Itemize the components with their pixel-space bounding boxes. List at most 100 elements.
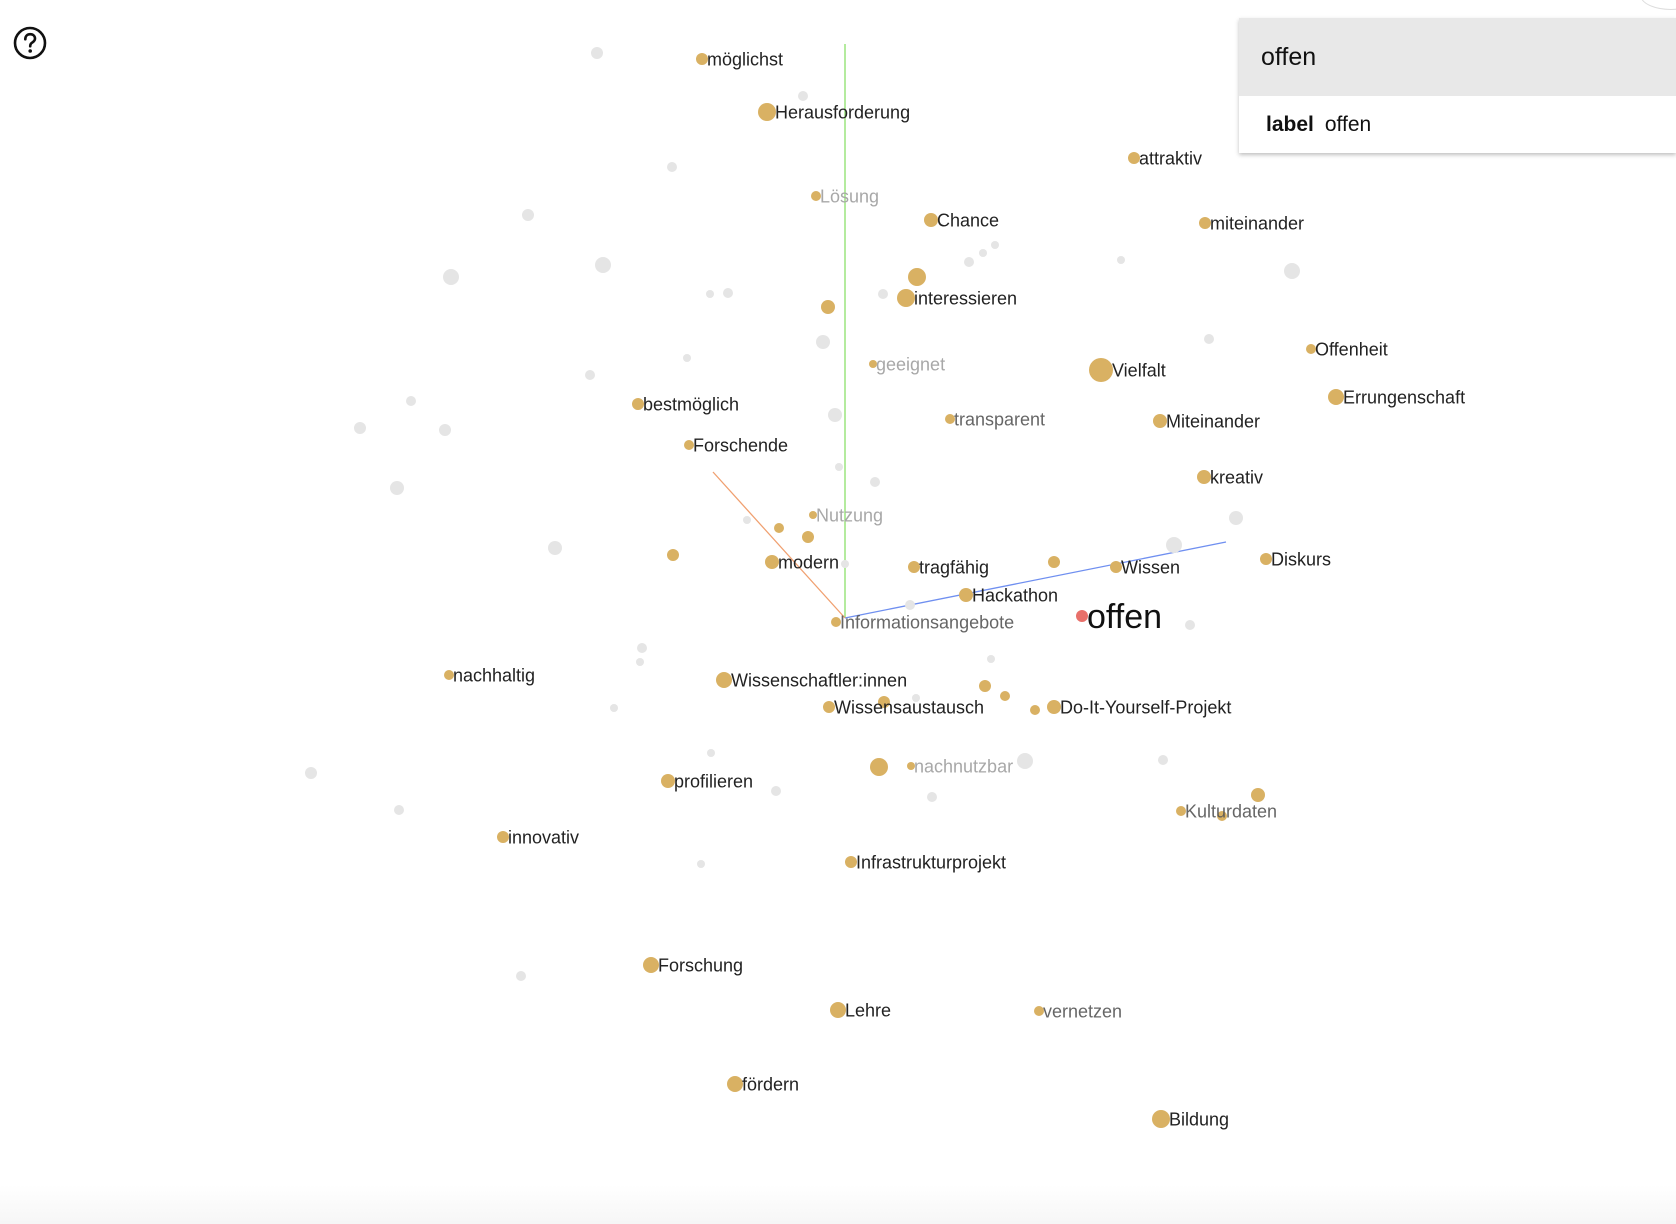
point-marker[interactable]: [809, 511, 817, 519]
point-label: transparent: [954, 409, 1045, 429]
point-label: Offenheit: [1315, 339, 1388, 359]
data-point[interactable]: [878, 696, 890, 708]
data-point[interactable]: [979, 680, 991, 692]
data-point[interactable]: [774, 523, 784, 533]
point-möglichst[interactable]: möglichst: [696, 49, 783, 69]
point-informationsangebote[interactable]: Informationsangebote: [831, 612, 1014, 632]
background-point: [637, 643, 647, 653]
point-marker[interactable]: [1199, 217, 1211, 229]
point-marker[interactable]: [811, 191, 821, 201]
point-label: Lehre: [845, 1000, 891, 1020]
point-bestmöglich[interactable]: bestmöglich: [632, 394, 739, 414]
point-marker[interactable]: [830, 1002, 846, 1018]
point-marker[interactable]: [643, 957, 659, 973]
point-modern[interactable]: modern: [765, 552, 839, 572]
point-marker[interactable]: [1110, 561, 1122, 573]
point-marker[interactable]: [823, 701, 835, 713]
point-marker[interactable]: [716, 672, 732, 688]
data-point[interactable]: [1030, 705, 1040, 715]
point-marker[interactable]: [945, 414, 955, 424]
point-offenheit[interactable]: Offenheit: [1306, 339, 1388, 359]
point-chance[interactable]: Chance: [924, 210, 999, 230]
point-marker[interactable]: [765, 555, 779, 569]
point-lösung[interactable]: Lösung: [811, 186, 879, 206]
point-bildung[interactable]: Bildung: [1152, 1109, 1229, 1129]
point-forschende[interactable]: Forschende: [684, 435, 788, 455]
point-marker[interactable]: [1153, 414, 1167, 428]
point-lehre[interactable]: Lehre: [830, 1000, 891, 1020]
point-marker[interactable]: [869, 360, 877, 368]
point-attraktiv[interactable]: attraktiv: [1128, 148, 1202, 168]
data-point[interactable]: [1251, 788, 1265, 802]
point-marker[interactable]: [497, 831, 509, 843]
point-marker[interactable]: [684, 440, 694, 450]
point-nachhaltig[interactable]: nachhaltig: [444, 665, 535, 685]
point-marker[interactable]: [1152, 1110, 1170, 1128]
point-marker[interactable]: [1089, 358, 1113, 382]
point-label: Wissensaustausch: [834, 697, 984, 717]
point-marker[interactable]: [907, 762, 915, 770]
point-nutzung[interactable]: Nutzung: [809, 505, 883, 525]
point-forschung[interactable]: Forschung: [643, 955, 743, 975]
point-marker[interactable]: [908, 561, 920, 573]
data-point[interactable]: [1217, 811, 1227, 821]
point-vielfalt[interactable]: Vielfalt: [1089, 358, 1166, 382]
point-errungenschaft[interactable]: Errungenschaft: [1328, 387, 1465, 407]
point-marker[interactable]: [831, 617, 841, 627]
selection-title: offen: [1239, 18, 1676, 96]
data-point[interactable]: [1000, 691, 1010, 701]
point-marker[interactable]: [1197, 470, 1211, 484]
data-point[interactable]: [908, 268, 926, 286]
point-marker[interactable]: [1260, 553, 1272, 565]
point-marker[interactable]: [632, 398, 644, 410]
point-geeignet[interactable]: geeignet: [869, 354, 945, 374]
point-marker[interactable]: [1328, 389, 1344, 405]
point-marker[interactable]: [661, 774, 675, 788]
point-nachnutzbar[interactable]: nachnutzbar: [907, 756, 1013, 776]
point-marker[interactable]: [1176, 806, 1186, 816]
point-marker[interactable]: [1128, 152, 1140, 164]
point-hackathon[interactable]: Hackathon: [959, 585, 1058, 605]
data-point[interactable]: [870, 758, 888, 776]
point-wissenschaftler-innen[interactable]: Wissenschaftler:innen: [716, 670, 907, 690]
point-innovativ[interactable]: innovativ: [497, 827, 579, 847]
point-tragfähig[interactable]: tragfähig: [908, 557, 989, 577]
point-profilieren[interactable]: profilieren: [661, 771, 753, 791]
point-transparent[interactable]: transparent: [945, 409, 1045, 429]
point-offen[interactable]: offen: [1076, 598, 1162, 636]
point-marker[interactable]: [758, 103, 776, 121]
data-point[interactable]: [667, 549, 679, 561]
point-marker[interactable]: [1076, 610, 1088, 622]
point-marker[interactable]: [845, 856, 857, 868]
point-diskurs[interactable]: Diskurs: [1260, 549, 1331, 569]
point-marker[interactable]: [444, 670, 454, 680]
data-point[interactable]: [1048, 556, 1060, 568]
point-marker[interactable]: [727, 1076, 743, 1092]
point-fördern[interactable]: fördern: [727, 1074, 799, 1094]
point-marker[interactable]: [924, 213, 938, 227]
point-wissen[interactable]: Wissen: [1110, 557, 1180, 577]
point-label: Wissen: [1121, 557, 1180, 577]
point-interessieren[interactable]: interessieren: [897, 288, 1017, 308]
data-point[interactable]: [802, 531, 814, 543]
point-marker[interactable]: [1047, 700, 1061, 714]
point-marker[interactable]: [1034, 1006, 1044, 1016]
data-point[interactable]: [821, 300, 835, 314]
point-herausforderung[interactable]: Herausforderung: [758, 102, 910, 122]
point-label: nachhaltig: [453, 665, 535, 685]
point-do-it-yourself-projekt[interactable]: Do-It-Yourself-Projekt: [1047, 697, 1231, 717]
point-marker[interactable]: [696, 53, 708, 65]
point-marker[interactable]: [1306, 344, 1316, 354]
point-marker[interactable]: [897, 289, 915, 307]
point-miteinander[interactable]: miteinander: [1199, 213, 1304, 233]
point-miteinander[interactable]: Miteinander: [1153, 411, 1260, 431]
point-marker[interactable]: [959, 588, 973, 602]
point-wissensaustausch[interactable]: Wissensaustausch: [823, 697, 984, 717]
help-button[interactable]: [13, 26, 47, 60]
point-infrastrukturprojekt[interactable]: Infrastrukturprojekt: [845, 852, 1006, 872]
point-kulturdaten[interactable]: Kulturdaten: [1176, 801, 1277, 821]
point-kreativ[interactable]: kreativ: [1197, 467, 1263, 487]
point-vernetzen[interactable]: vernetzen: [1034, 1001, 1122, 1021]
